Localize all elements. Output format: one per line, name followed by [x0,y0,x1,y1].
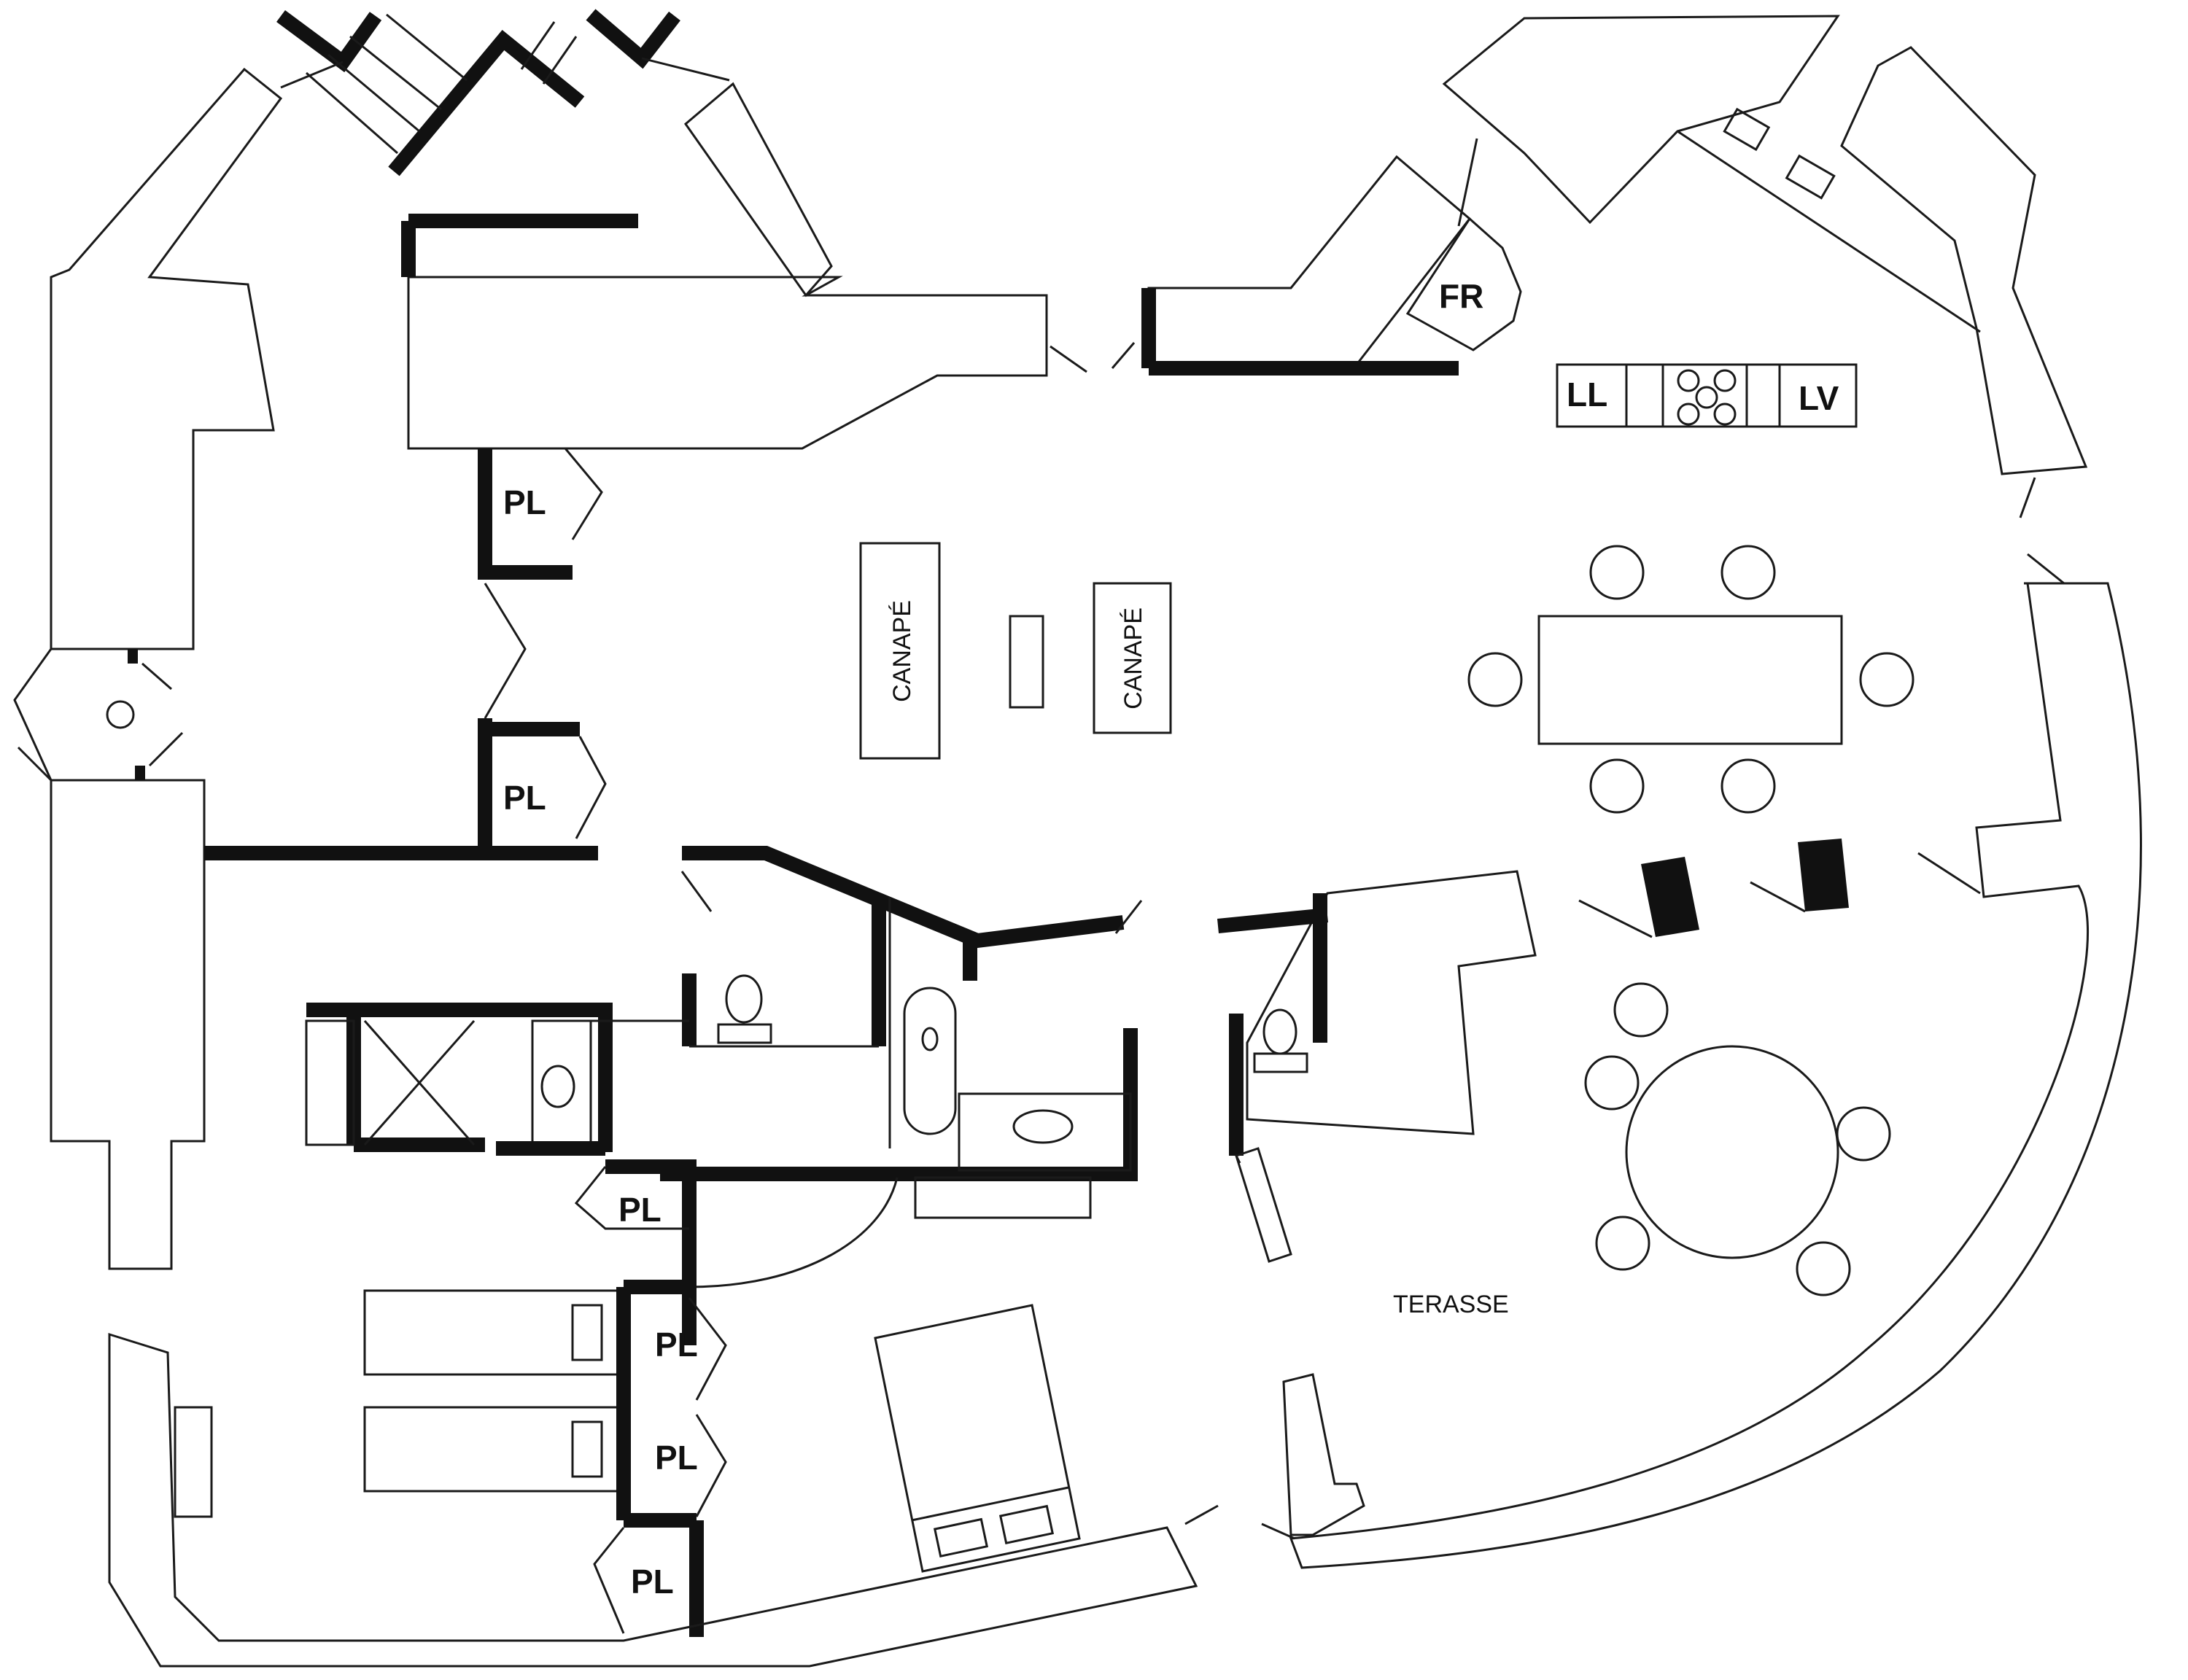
sink-1 [1012,1109,1074,1144]
closet-1: PL [478,448,603,580]
appliance-strip: LL LV [1556,363,1858,428]
round-fixture [106,700,135,729]
top-center-counter [407,276,1048,450]
closet-6: PL [593,1527,674,1634]
stairs-top-left [276,9,730,176]
sofa-2: CANAPÉ [1093,582,1172,734]
kitchen-counter-top [1442,15,1840,225]
bottom-outer-wall [108,1332,1198,1668]
closet-5: PL [655,1414,727,1517]
top-slanted-counter [683,82,833,298]
kitchen-counter-right [1840,46,2088,475]
double-bed [874,1304,1081,1573]
planter-1 [1641,857,1699,937]
closet-4: PL [616,1280,727,1520]
sofa-1-label: CANAPÉ [888,600,916,702]
dining-table [1467,545,1914,814]
closet-2-label: PL [503,779,546,817]
fridge-label: FR [1439,277,1483,315]
sofa-1: CANAPÉ [859,542,941,760]
bed-1 [363,1289,621,1376]
closet-2: PL [478,718,607,860]
kitchen-counter-left [1147,155,1472,366]
washer-label: LV [1799,379,1839,417]
closet-1-label: PL [503,483,546,521]
bed-2 [363,1406,621,1493]
left-wing-upper [50,67,283,650]
terrace-low-wall [1282,1373,1365,1536]
wc-2 [1253,1008,1308,1073]
closet-3-label: PL [618,1191,662,1229]
terrace-outer-wall [1289,582,2142,1569]
closet-6-label: PL [631,1563,674,1601]
terrace-label: TERASSE [1393,1291,1509,1318]
closet-3: PL [574,1159,697,1287]
left-wing-lower [50,779,206,1270]
dishwasher-label: LL [1567,376,1607,413]
closet-4-label: PL [655,1326,698,1364]
closet-5-label: PL [655,1439,698,1477]
cooktop [1677,369,1737,426]
fridge [1405,217,1522,351]
coffee-table [1009,615,1044,709]
planter-2 [1798,839,1849,911]
sofa-2-label: CANAPÉ [1120,607,1147,709]
terrace-round-table [1584,982,1891,1296]
right-bath-counter [1246,870,1537,1135]
shower-room [305,1003,689,1156]
wc-1 [717,974,772,1044]
bathtub [903,987,957,1135]
